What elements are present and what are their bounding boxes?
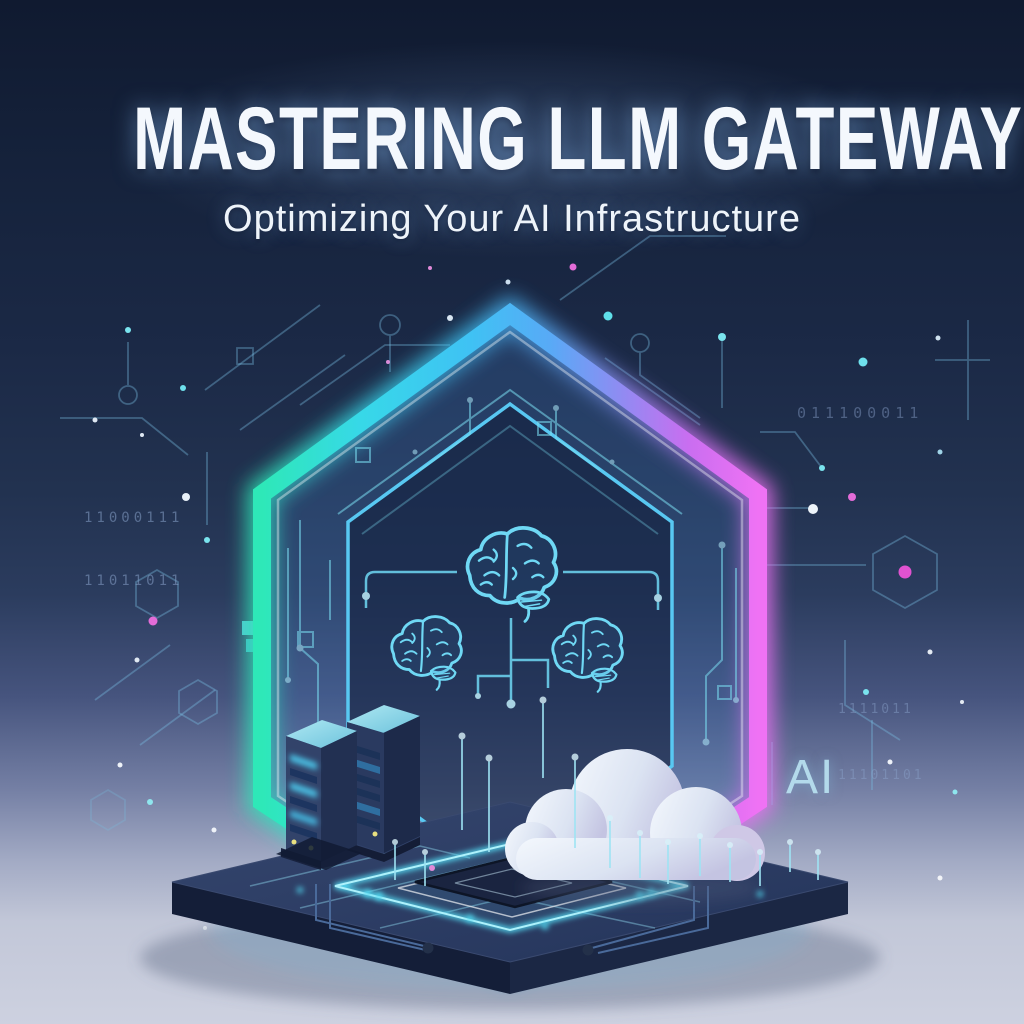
binary-code-top-right: 011100011 (797, 404, 924, 422)
poster-subtitle: Optimizing Your AI Infrastructure (223, 198, 801, 240)
server-rack-icon-left (276, 720, 362, 870)
data-riser-lines (392, 696, 821, 886)
background-circuits (60, 235, 990, 832)
neural-connections (362, 570, 662, 709)
binary-code-left-line1: 11000111 (84, 510, 184, 526)
isometric-platform (140, 801, 880, 1010)
ai-label: AI (786, 751, 836, 804)
binary-code-right-line1: 1111011 (838, 702, 914, 717)
binary-code-left: 11000111 11011011 (84, 466, 183, 634)
circuit-band-traces (285, 388, 739, 762)
binary-code-right-line2: 11101101 (838, 768, 925, 783)
poster-title: MASTERING LLM GATEWAY (133, 88, 1024, 189)
cloud-icon (505, 749, 765, 903)
binary-code-left-line2: 11011011 (84, 573, 184, 589)
binary-code-right: 1111011 11101101 (838, 655, 925, 831)
